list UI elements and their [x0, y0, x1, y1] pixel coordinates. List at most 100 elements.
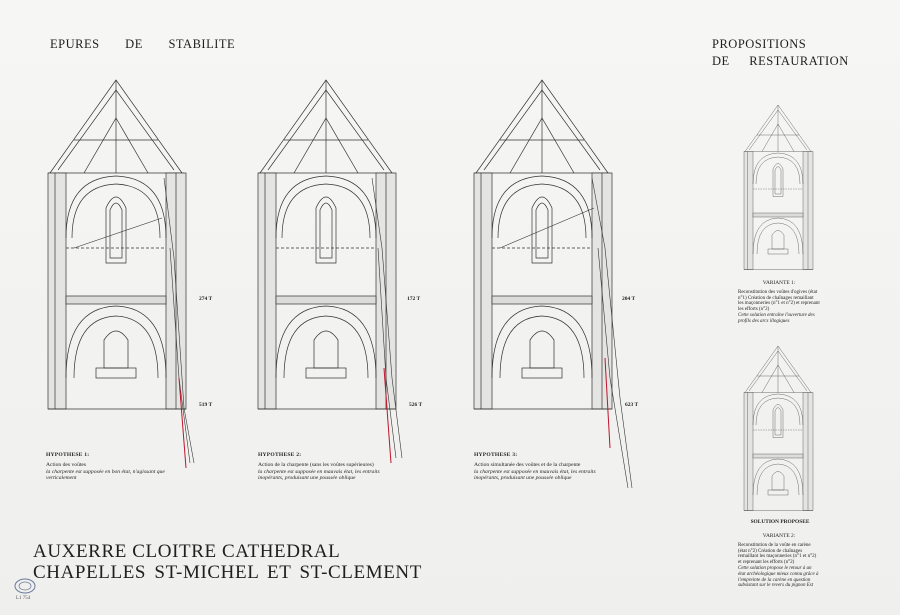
upper-window-inner — [774, 407, 782, 436]
variant-drawing-1 — [743, 104, 814, 270]
lower-vault — [65, 305, 167, 379]
thrust-line — [377, 247, 397, 459]
floor-slab — [752, 212, 804, 218]
lower-vault-inner — [756, 463, 800, 496]
floor-slab — [752, 453, 804, 459]
lower-vault — [752, 458, 804, 496]
force-label-upper: 204 T — [622, 296, 636, 302]
variant-caption-1: VARIANTE 1: Reconstitution des voûtes d'… — [738, 280, 820, 325]
hypothesis-caption-1: HYPOTHESE 1: Action des voûtes la charpe… — [46, 452, 171, 482]
construction-line — [499, 207, 595, 249]
lower-window — [313, 330, 339, 369]
left-wall — [743, 392, 754, 511]
hypothesis-note: la charpente est supposée en mauvais éta… — [258, 468, 380, 482]
upper-window — [772, 163, 784, 197]
force-label-lower: 526 T — [409, 402, 423, 408]
archive-stamp-icon — [14, 578, 36, 594]
floor-slab — [275, 295, 377, 305]
hypothesis-description: Action simultanée des voûtes et de la ch… — [474, 462, 581, 469]
brace-left — [761, 364, 779, 393]
variant-title: VARIANTE 1: — [762, 280, 796, 286]
brace-left — [761, 123, 779, 152]
brace-left — [293, 117, 327, 174]
hypothesis-description: Action de la charpente (sans les voûtes … — [258, 462, 374, 469]
brace-left — [509, 117, 543, 174]
variant-caption-2: VARIANTE 2: Reconstitution de la voûte e… — [738, 533, 820, 589]
restoration-title-line2: DE RESTAURATION — [712, 54, 849, 68]
thrust-line — [163, 177, 195, 464]
left-wall — [47, 172, 67, 410]
upper-vault-inner — [497, 183, 587, 239]
upper-vault — [752, 152, 804, 185]
construction-line — [73, 217, 163, 249]
lower-window — [771, 230, 785, 250]
hypothesis-title: HYPOTHESE 1: — [46, 452, 90, 458]
hypothesis-note: la charpente est supposée en bon état, n… — [46, 468, 165, 482]
upper-vault — [752, 393, 804, 426]
lower-window-sill — [767, 489, 789, 496]
lower-vault — [491, 305, 593, 379]
hypothesis-caption-3: HYPOTHESE 3: Action simultanée des voûte… — [474, 452, 599, 482]
resultant-line — [383, 367, 392, 464]
lower-window — [529, 330, 555, 369]
upper-vault-inner — [755, 156, 801, 185]
thrust-line — [371, 177, 403, 459]
resultant-line — [604, 357, 611, 449]
variant-description: Reconstitution de la voûte en carène (ét… — [738, 542, 817, 566]
thrust-line — [597, 247, 629, 489]
hypothesis-note: la charpente est supposée en mauvais éta… — [474, 468, 596, 482]
brace-right — [115, 117, 149, 174]
lower-vault-inner — [499, 315, 585, 379]
hypothesis-title: HYPOTHESE 3: — [474, 452, 518, 458]
hypothesis-description: Action des voûtes — [46, 462, 87, 469]
upper-vault-inner — [755, 397, 801, 426]
upper-window-inner — [109, 202, 123, 259]
upper-vault — [491, 175, 593, 239]
lower-window-sill — [767, 248, 789, 255]
hypothesis-caption-2: HYPOTHESE 2: Action de la charpente (san… — [258, 452, 383, 482]
lower-vault-inner — [283, 315, 369, 379]
upper-vault — [275, 175, 377, 239]
force-label-lower: 623 T — [625, 402, 639, 408]
lower-window-sill — [95, 367, 137, 379]
force-label-upper: 172 T — [407, 296, 421, 302]
upper-window-inner — [319, 202, 333, 259]
variant-drawing-2 — [743, 345, 814, 511]
lower-vault — [275, 305, 377, 379]
brace-right — [541, 117, 575, 174]
floor-slab — [65, 295, 167, 305]
variant-note: Cette solution propose le retour à un ét… — [738, 565, 819, 589]
variant-title: VARIANTE 2: — [762, 533, 796, 539]
thrust-line — [591, 177, 633, 489]
lower-vault-inner — [73, 315, 159, 379]
upper-vault — [65, 175, 167, 239]
resultant-line — [178, 377, 187, 469]
lower-window-sill — [521, 367, 563, 379]
restoration-title-line1: PROPOSITIONS — [712, 37, 807, 51]
lower-vault-inner — [756, 222, 800, 255]
upper-window — [772, 404, 784, 438]
force-label-lower: 519 T — [199, 402, 213, 408]
lower-vault — [752, 217, 804, 255]
force-label-upper: 274 T — [199, 296, 213, 302]
variant-description: Reconstitution des voûtes d'ogives (état… — [738, 289, 820, 313]
lower-window — [103, 330, 129, 369]
brace-left — [83, 117, 117, 174]
upper-window — [105, 196, 127, 264]
left-wall — [257, 172, 277, 410]
floor-slab — [491, 295, 593, 305]
brace-right — [325, 117, 359, 174]
upper-window-inner — [774, 166, 782, 195]
project-title-line2: CHAPELLES ST-MICHEL ET ST-CLEMENT — [33, 562, 422, 583]
lower-window-sill — [305, 367, 347, 379]
section-drawing-2 — [257, 79, 403, 464]
left-wall — [473, 172, 493, 410]
archive-reference: L1 754 — [16, 596, 31, 601]
section-drawing-1 — [47, 79, 195, 469]
hypothesis-title: HYPOTHESE 2: — [258, 452, 302, 458]
upper-window-inner — [535, 202, 549, 259]
variant-note: Cette solution entraîne l'ouverture des … — [738, 312, 815, 324]
section-drawing-3 — [473, 79, 633, 489]
brace-right — [777, 364, 795, 393]
